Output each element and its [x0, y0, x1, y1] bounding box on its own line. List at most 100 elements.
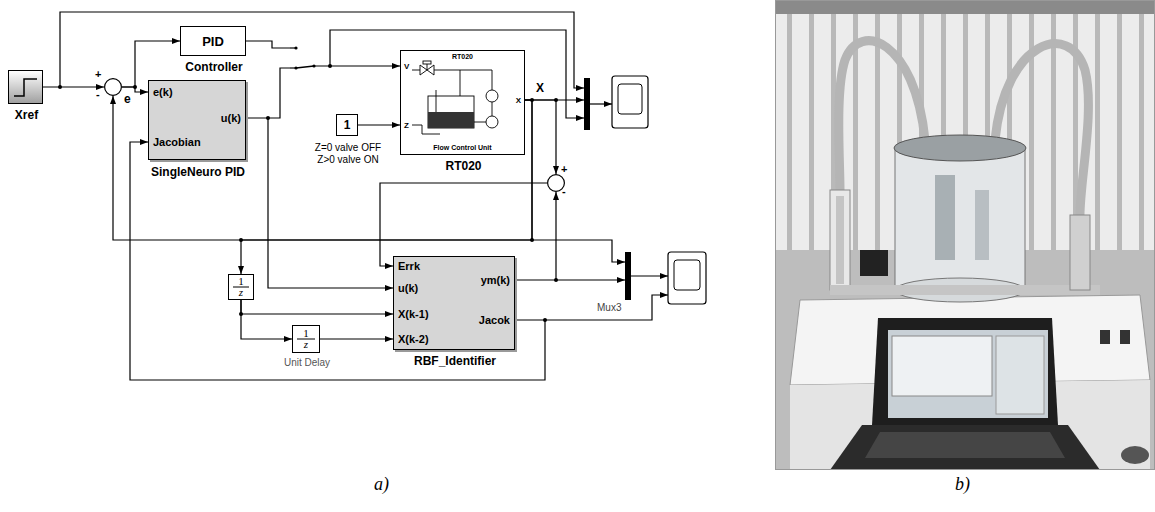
connector	[525, 100, 559, 174]
arrowhead	[385, 311, 393, 317]
connector-line	[241, 300, 393, 314]
block-text: z	[229, 286, 253, 299]
block-label: SingleNeuro PID	[133, 165, 263, 179]
port-label: X(k-2)	[398, 333, 429, 346]
block-label: Unit Delay	[275, 357, 339, 369]
laptop-lid	[872, 318, 1058, 425]
laptop-screen	[888, 330, 1048, 418]
signal-wire	[314, 65, 400, 66]
arrowhead	[385, 336, 393, 342]
mouse	[1121, 446, 1149, 464]
device-switch	[1120, 330, 1130, 344]
sum-block: +-	[104, 78, 122, 96]
valve-stem	[427, 64, 428, 70]
pump-symbol	[486, 116, 498, 128]
blind-valance	[775, 0, 1155, 14]
step-icon	[14, 79, 37, 96]
port-label: Jacok	[479, 314, 510, 327]
connector	[241, 300, 393, 317]
flow-meter-tube	[836, 196, 844, 284]
sign-label: +	[95, 68, 101, 81]
panel-label: a)	[374, 474, 389, 496]
block-name: Mux3	[597, 302, 621, 314]
signal-line	[412, 125, 440, 134]
connector	[358, 122, 400, 128]
sum-circle	[548, 175, 565, 192]
arrowhead	[140, 89, 148, 95]
port-label: V	[404, 62, 409, 72]
signal-wire	[268, 68, 290, 118]
signal-wire	[545, 295, 668, 320]
scope-block	[612, 76, 648, 128]
solenoid-valve	[860, 250, 888, 276]
block-label: RBF_Identifier	[384, 354, 526, 368]
constant-block: 1Z=0 valve OFF Z>0 valve ON	[336, 114, 358, 136]
port-label: Z	[404, 121, 409, 131]
block-label: RT020	[396, 159, 531, 173]
arrowhead	[140, 139, 148, 145]
connector	[238, 100, 532, 274]
delay-block: 1zUnit Delay	[292, 325, 320, 353]
tank-insert	[935, 175, 955, 260]
mux-bar	[584, 78, 590, 130]
connector	[246, 118, 393, 291]
signal-name: X	[536, 81, 544, 95]
screen-window	[996, 336, 1044, 414]
connector-line	[525, 100, 556, 174]
port-label: u(k)	[398, 282, 418, 295]
note-label: Z=0 valve OFF Z>0 valve ON	[310, 142, 386, 166]
connector	[515, 192, 559, 280]
pipe-symbol	[474, 122, 486, 123]
port-label: ym(k)	[481, 274, 510, 287]
laptop-base	[830, 425, 1100, 470]
photo-ground	[775, 0, 1155, 470]
flow-meter	[830, 190, 850, 290]
sensor-symbol	[486, 90, 498, 102]
arrowhead	[238, 266, 244, 274]
switch-pin	[294, 66, 297, 69]
sign-label: +	[561, 163, 567, 176]
sum-block: +-	[547, 174, 565, 192]
plant-block: RT020VZXFlow Control UnitRT020	[400, 50, 525, 155]
switch-pin	[312, 64, 315, 67]
tank-water	[428, 112, 474, 128]
junction-dot	[328, 64, 332, 68]
port-label: X(k-1)	[398, 308, 429, 321]
device-switch	[1100, 330, 1110, 344]
tank-insert	[975, 190, 989, 260]
connector-line	[515, 192, 556, 280]
connector-line	[43, 86, 104, 87]
delay-block: 1z	[228, 274, 254, 300]
level-sensor	[436, 90, 437, 112]
water-tank	[895, 150, 1025, 290]
connector-line	[241, 300, 292, 339]
signal-name: e	[123, 92, 132, 106]
block-icon	[400, 50, 525, 155]
signal-wire	[590, 103, 612, 104]
sign-label: -	[96, 88, 100, 101]
arrowhead	[553, 192, 559, 200]
block-label: Controller	[173, 60, 255, 74]
scope-block	[668, 252, 706, 304]
connector-line	[246, 118, 393, 288]
block-text: RT020	[401, 53, 524, 61]
connector-line	[380, 183, 547, 266]
tank-lid	[894, 135, 1026, 161]
block-label: Xref	[3, 108, 50, 122]
pipe-symbol	[460, 70, 461, 96]
arrowhead	[385, 285, 393, 291]
arrowhead	[385, 263, 393, 269]
port-label: Jacobian	[153, 136, 201, 149]
sign-label: -	[562, 185, 566, 198]
scope-screen	[674, 260, 700, 290]
port-label: e(k)	[153, 86, 173, 99]
signal-wire	[532, 240, 625, 262]
mux-bar	[625, 252, 631, 300]
arrowhead	[392, 122, 400, 128]
pipe-symbol	[412, 70, 420, 71]
panel-label: b)	[955, 474, 970, 496]
pipe-symbol	[492, 102, 493, 116]
